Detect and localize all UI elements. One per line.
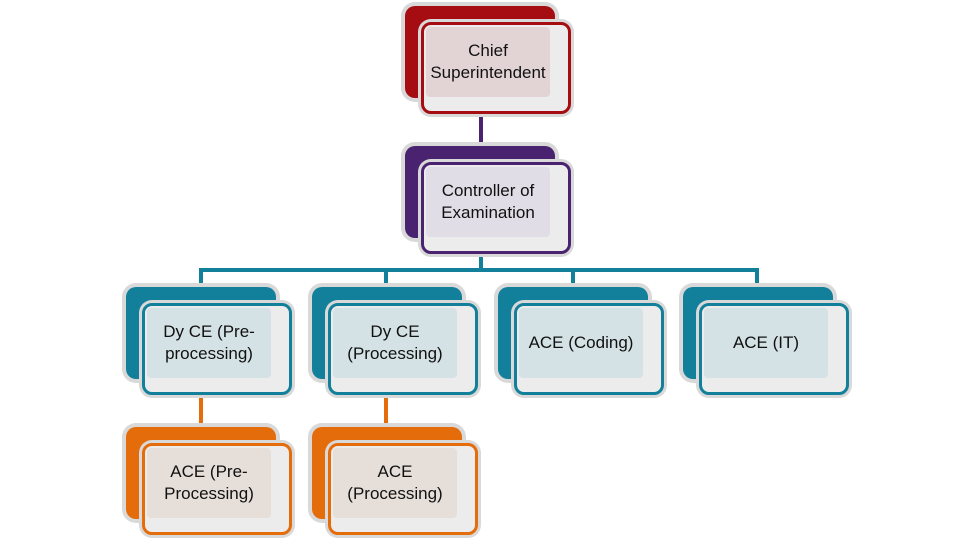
node-dyce-processing: Dy CE (Processing) [312, 287, 482, 395]
node-front: Controller of Examination [421, 162, 571, 254]
node-ace-pre-processing: ACE (Pre- Processing) [126, 427, 296, 535]
node-label: Controller of Examination [426, 167, 550, 237]
node-ace-it: ACE (IT) [683, 287, 853, 395]
node-label: ACE (IT) [704, 308, 828, 378]
node-label-line: Dy CE [370, 322, 420, 341]
node-label-line: processing) [165, 344, 253, 363]
node-controller-of-examination: Controller of Examination [405, 146, 575, 254]
node-label-line: Processing) [164, 484, 254, 503]
node-label-line: (Processing) [347, 344, 443, 363]
node-front: ACE (IT) [699, 303, 849, 395]
node-label-line: ACE (Coding) [528, 333, 634, 352]
node-label-line: Controller of [441, 181, 535, 200]
node-front: ACE (Processing) [328, 443, 478, 535]
node-label-line: Examination [441, 203, 535, 222]
node-front: Dy CE (Processing) [328, 303, 478, 395]
node-label: Dy CE (Pre-processing) [147, 308, 271, 378]
node-dyce-pre-processing: Dy CE (Pre-processing) [126, 287, 296, 395]
node-label-line: ACE (IT) [732, 333, 800, 352]
node-label: Dy CE (Processing) [333, 308, 457, 378]
node-label: ACE (Pre- Processing) [147, 448, 271, 518]
node-label-line: Dy CE (Pre- [163, 322, 255, 341]
node-front: Dy CE (Pre-processing) [142, 303, 292, 395]
node-front: ACE (Coding) [514, 303, 664, 395]
node-label-line: (Processing) [347, 484, 443, 503]
node-label-line: Superintendent [430, 63, 546, 82]
node-label: ACE (Processing) [333, 448, 457, 518]
node-label-line: ACE (Pre- [170, 462, 248, 481]
node-front: ACE (Pre- Processing) [142, 443, 292, 535]
node-label-line: ACE [377, 462, 413, 481]
node-label-line: Chief [468, 41, 508, 60]
node-ace-processing: ACE (Processing) [312, 427, 482, 535]
node-label: ACE (Coding) [519, 308, 643, 378]
node-ace-coding: ACE (Coding) [498, 287, 668, 395]
